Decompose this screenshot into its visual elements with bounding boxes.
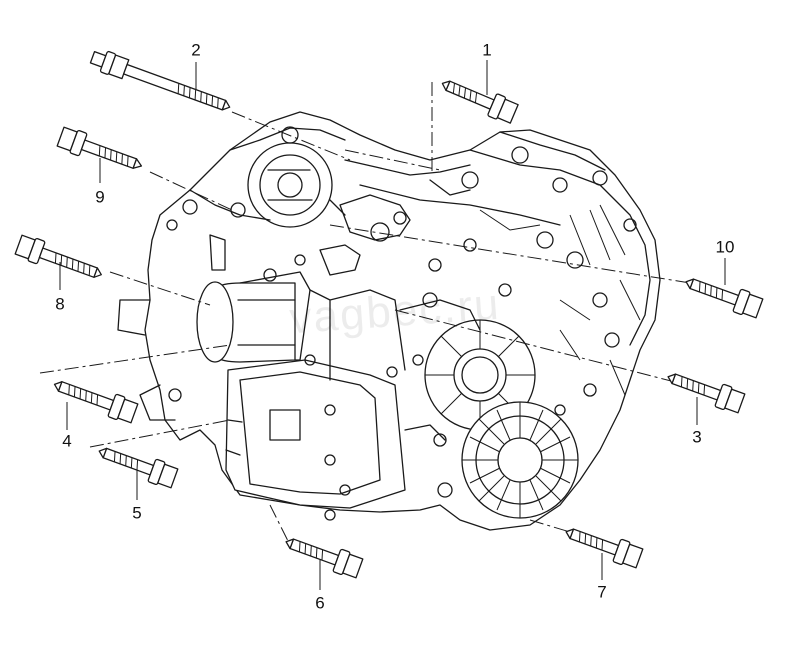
axis-line-2: [231, 111, 351, 161]
axis-line-6: [269, 504, 291, 546]
bolt-3: [667, 373, 746, 414]
axis-line-10: [329, 224, 691, 284]
bolt-9: [56, 126, 143, 169]
bolt-1: [441, 80, 519, 124]
axis-line-3: [394, 309, 676, 383]
bolt-10: [685, 278, 764, 319]
axis-line-9: [149, 171, 233, 211]
callout-5: 5: [132, 503, 142, 523]
bolt-7: [565, 528, 644, 569]
leader-lines: [59, 60, 726, 590]
axis-line-1b: [344, 149, 441, 171]
callout-8: 8: [55, 294, 65, 314]
axis-line-8: [109, 271, 211, 306]
bolt-5: [98, 447, 179, 489]
callout-2: 2: [191, 40, 201, 60]
bolt-4: [53, 381, 139, 424]
bolt-axis-lines: [39, 82, 691, 546]
callout-1: 1: [482, 40, 492, 60]
bolt-8: [14, 234, 102, 278]
callout-3: 3: [692, 427, 702, 447]
bolt-6: [285, 538, 364, 579]
transmission-housing: [117, 111, 661, 531]
callout-6: 6: [315, 593, 325, 613]
callout-7: 7: [597, 582, 607, 602]
callout-10: 10: [715, 237, 735, 257]
axis-line-5: [89, 419, 231, 448]
axis-line-4: [39, 344, 231, 374]
bolt-2: [89, 50, 231, 111]
callout-9: 9: [95, 187, 105, 207]
callout-4: 4: [62, 431, 72, 451]
